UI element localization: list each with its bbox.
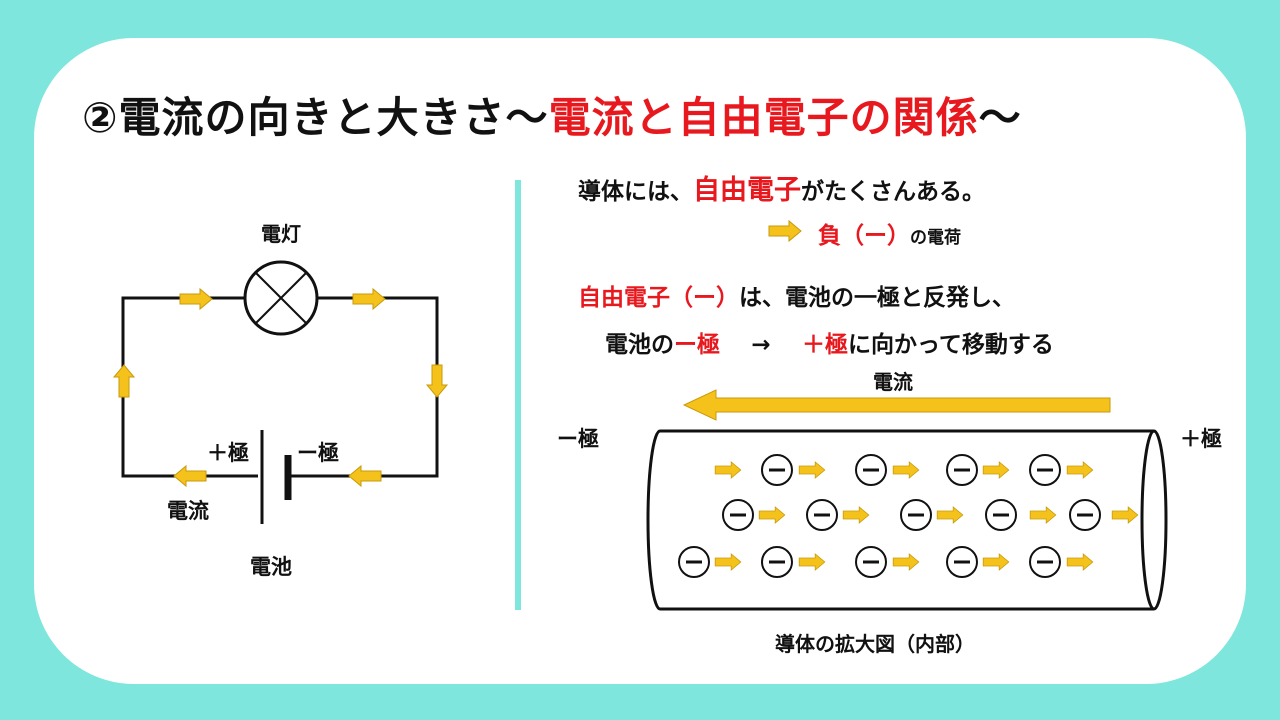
line4-minus: ー極	[674, 332, 720, 358]
battery-icon	[260, 430, 292, 524]
electron-icon: −	[855, 454, 887, 486]
battery-label: 電池	[250, 555, 292, 579]
conductor-plus-label: ＋極	[1180, 427, 1222, 451]
electron-icon: −	[985, 499, 1017, 531]
lamp-icon	[243, 260, 319, 336]
electron-icon: −	[855, 546, 887, 578]
circuit-arrow-right-1	[179, 288, 213, 310]
line1-highlight: 自由電子	[693, 175, 801, 206]
electron-icon: −	[946, 454, 978, 486]
circuit-arrow-right-2	[352, 288, 386, 310]
circuit-plus-label: ＋極	[207, 441, 249, 465]
conductor-current-label: 電流	[873, 370, 913, 394]
charge-line: 負（ー）の電荷	[818, 216, 961, 250]
charge-suffix: の電荷	[910, 228, 961, 248]
electron-icon: −	[761, 546, 793, 578]
title-suffix: ～	[978, 93, 1022, 142]
line4-plus: ＋極	[802, 332, 848, 358]
line4-suffix: に向かって移動する	[848, 332, 1054, 358]
circuit-minus-label: ー極	[297, 441, 339, 465]
conductor-minus-label: ー極	[557, 427, 599, 451]
charge-arrow	[768, 220, 802, 242]
circuit-arrow-left-2	[173, 465, 207, 487]
circuit-arrow-up	[113, 364, 135, 398]
charge-main: 負（ー）	[818, 223, 910, 249]
line3-highlight: 自由電子（ー）	[578, 285, 739, 311]
line4-arrow: →	[751, 332, 771, 358]
explanation-line-4: 電池のー極 → ＋極に向かって移動する	[605, 325, 1054, 359]
line3-suffix: は、電池の一極と反発し、	[739, 285, 1015, 311]
title-prefix: ②電流の向きと大きさ～	[82, 93, 549, 142]
conductor-caption: 導体の拡大図（内部）	[775, 632, 975, 656]
explanation-line-3: 自由電子（ー）は、電池の一極と反発し、	[578, 278, 1015, 312]
electron-icon: −	[946, 546, 978, 578]
lamp-label: 電灯	[261, 222, 301, 246]
electron-icon: −	[722, 499, 754, 531]
electron-icon: −	[1029, 454, 1061, 486]
circuit-arrow-down	[426, 364, 448, 398]
conductor-current-arrow	[682, 389, 1111, 421]
page-title: ②電流の向きと大きさ～電流と自由電子の関係～	[82, 84, 1022, 145]
column-divider	[515, 180, 521, 610]
electron-icon: −	[900, 499, 932, 531]
title-highlight: 電流と自由電子の関係	[548, 93, 979, 142]
explanation-line-1: 導体には、自由電子がたくさんある。	[578, 168, 985, 207]
electron-icon: −	[1069, 499, 1101, 531]
line1-suffix: がたくさんある。	[801, 179, 985, 205]
circuit-arrow-left-1	[348, 465, 382, 487]
electron-icon: −	[806, 499, 838, 531]
circuit-current-label: 電流	[167, 499, 209, 523]
line1-prefix: 導体には、	[578, 179, 693, 205]
line4-prefix: 電池の	[605, 332, 674, 358]
electron-icon: −	[678, 546, 710, 578]
electron-flow: −−−−−−−−−−−−−−	[678, 454, 1139, 578]
electron-icon: −	[1029, 546, 1061, 578]
electron-icon: −	[761, 454, 793, 486]
